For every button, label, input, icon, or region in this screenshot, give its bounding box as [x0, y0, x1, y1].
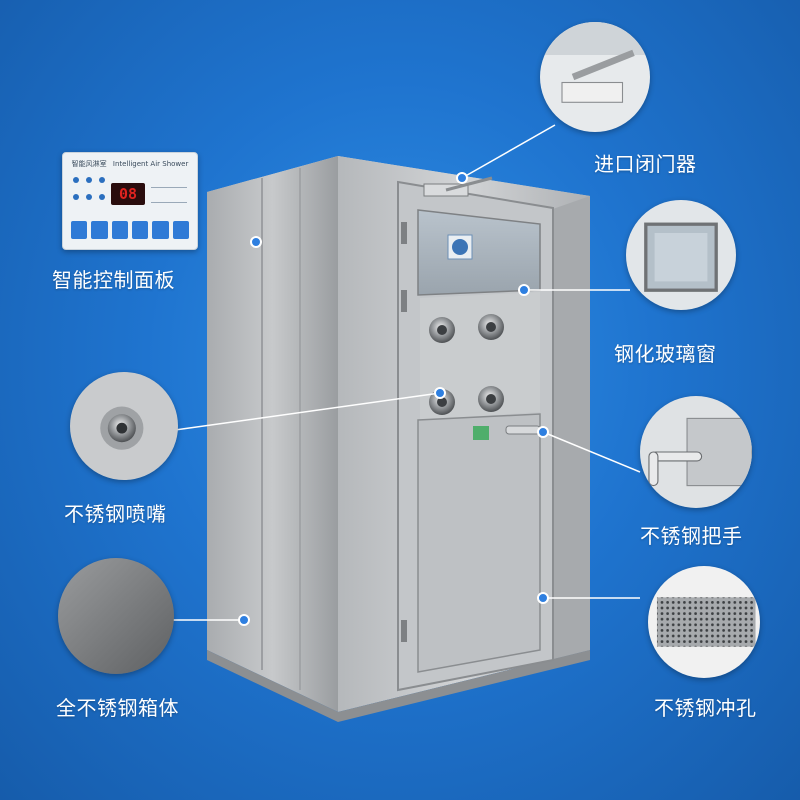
- handle-closeup-image: [640, 396, 752, 508]
- panel-title: 智能风淋室: [71, 160, 107, 168]
- glass-window-closeup-image: [626, 200, 736, 310]
- panel-buttons: [71, 221, 189, 239]
- label-nozzle: 不锈钢喷嘴: [64, 502, 167, 526]
- door-handle: [505, 425, 541, 435]
- label-tempered-glass: 钢化玻璃窗: [614, 342, 717, 366]
- panel-title-en: Intelligent Air Shower: [112, 160, 189, 168]
- label-handle: 不锈钢把手: [640, 524, 743, 548]
- label-door-closer: 进口闭门器: [594, 152, 697, 176]
- panel-display-value: 08: [118, 185, 138, 203]
- steel-body-closeup-image: [58, 558, 174, 674]
- door-lower-panel: [417, 413, 541, 673]
- cabinet-left-side: [207, 156, 338, 712]
- door-closer-closeup-image: [540, 22, 650, 132]
- label-control-panel: 智能控制面板: [52, 268, 175, 292]
- perforated-plate-closeup-image: [648, 566, 760, 678]
- glass-window: [417, 209, 541, 296]
- control-panel-image: 智能风淋室 Intelligent Air Shower 08: [62, 152, 198, 250]
- panel-display: 08: [111, 183, 145, 205]
- label-cabinet-body: 全不锈钢箱体: [56, 696, 179, 720]
- label-perforated-plate: 不锈钢冲孔: [654, 696, 757, 720]
- nozzle-closeup-image: [70, 372, 178, 480]
